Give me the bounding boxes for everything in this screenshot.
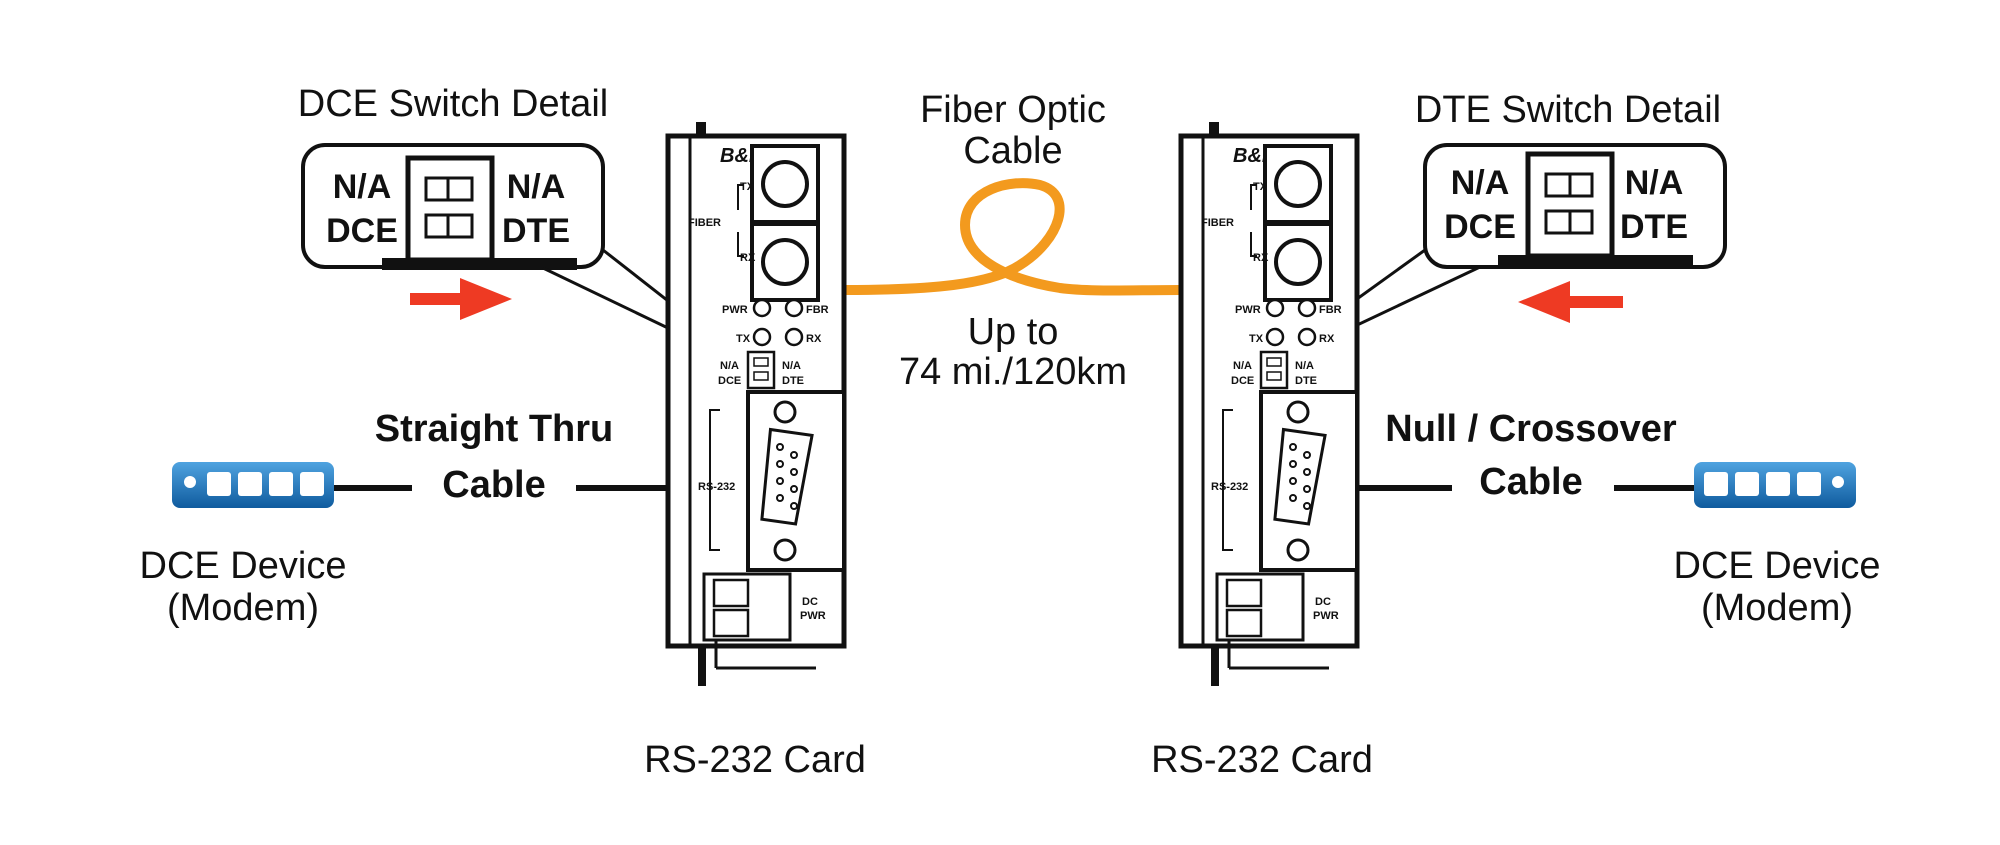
left-card-dce: DCE: [718, 375, 741, 387]
left-card-dte: DTE: [782, 375, 804, 387]
right-card-fbr: FBR: [1319, 304, 1342, 316]
right-device-label-line1: DCE Device: [1674, 545, 1881, 587]
left-card-na-right: N/A: [782, 360, 801, 372]
right-card-dce: DCE: [1231, 375, 1254, 387]
left-switch-dte: DTE: [502, 212, 570, 250]
left-card-fiber: FIBER: [688, 217, 721, 229]
left-card-rx-led: RX: [806, 333, 822, 345]
right-card-dte: DTE: [1295, 375, 1317, 387]
right-rs232-card: B&B TX FIBER RX PWR FBR TX RX N/A DCE N/…: [1178, 122, 1360, 686]
left-cable-label-line1: Straight Thru: [375, 408, 614, 450]
left-device-label-line1: DCE Device: [140, 545, 347, 587]
right-switch-detail: N/A DCE N/A DTE: [1299, 143, 1727, 354]
right-switch-na-left: N/A: [1451, 164, 1510, 202]
left-dce-device-icon: [172, 462, 334, 508]
left-switch-na-right: N/A: [507, 168, 566, 206]
right-card-rx: RX: [1253, 252, 1269, 264]
right-cable-label-line1: Null / Crossover: [1385, 408, 1677, 450]
fiber-loop: [840, 178, 1185, 296]
left-card-tx: TX: [740, 181, 755, 193]
left-arrow-right-icon: [410, 278, 512, 320]
left-card-dc-pwr: PWR: [800, 610, 826, 622]
left-switch-na-left: N/A: [333, 168, 392, 206]
right-card-dc: DC: [1315, 596, 1331, 608]
right-arrow-left-icon: [1518, 281, 1623, 323]
left-switch-detail: N/A DCE N/A DTE: [301, 143, 719, 354]
left-card-tx-led: TX: [736, 333, 751, 345]
fiber-distance-line2: 74 mi./120km: [899, 351, 1127, 393]
left-card-pwr: PWR: [722, 304, 748, 316]
left-card-na-left: N/A: [720, 360, 739, 372]
right-card-dc-pwr: PWR: [1313, 610, 1339, 622]
right-card-tx: TX: [1253, 181, 1268, 193]
right-card-na-left: N/A: [1233, 360, 1252, 372]
left-device-label-line2: (Modem): [167, 587, 319, 629]
right-card-tx-led: TX: [1249, 333, 1264, 345]
right-switch-na-right: N/A: [1625, 164, 1684, 202]
fiber-title-line1: Fiber Optic: [920, 89, 1106, 131]
fiber-distance-line1: Up to: [968, 311, 1059, 353]
left-card-fbr: FBR: [806, 304, 829, 316]
left-switch-detail-title: DCE Switch Detail: [298, 83, 608, 125]
right-card-rx-led: RX: [1319, 333, 1335, 345]
left-switch-dce: DCE: [326, 212, 398, 250]
left-cable-label-line2: Cable: [442, 464, 545, 506]
right-card-fiber: FIBER: [1201, 217, 1234, 229]
right-card-label: RS-232 Card: [1151, 739, 1373, 781]
right-device-label-line2: (Modem): [1701, 587, 1853, 629]
right-card-na-right: N/A: [1295, 360, 1314, 372]
right-card-pwr: PWR: [1235, 304, 1261, 316]
right-card-rs232: RS-232: [1211, 481, 1248, 493]
left-rs232-card: B&B TX FIBER RX PWR FBR TX RX N/A DCE N/…: [665, 122, 847, 686]
left-card-label: RS-232 Card: [644, 739, 866, 781]
right-cable-label-line2: Cable: [1479, 461, 1582, 503]
right-switch-detail-title: DTE Switch Detail: [1415, 89, 1721, 131]
left-card-rs232: RS-232: [698, 481, 735, 493]
fiber-title-line2: Cable: [963, 130, 1062, 172]
left-card-rx: RX: [740, 252, 756, 264]
left-card-dc: DC: [802, 596, 818, 608]
right-switch-dte: DTE: [1620, 208, 1688, 246]
right-dce-device-icon: [1694, 462, 1856, 508]
right-switch-dce: DCE: [1444, 208, 1516, 246]
fiber-cable: [840, 178, 1185, 296]
